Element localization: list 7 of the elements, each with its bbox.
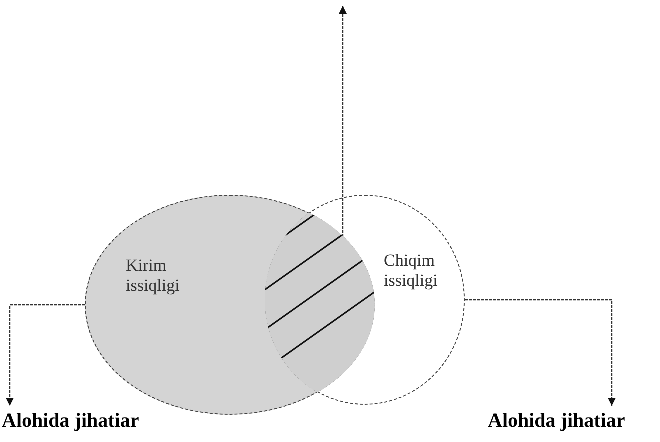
category-label: Alohida jihatiar bbox=[2, 410, 140, 432]
category-label: Alohida jihatiar bbox=[488, 410, 626, 432]
arrow bbox=[339, 6, 347, 237]
arrow bbox=[465, 299, 616, 406]
region-label: Kirim issiqligi bbox=[126, 256, 181, 296]
arrow bbox=[6, 304, 85, 406]
region-label: Chiqim issiqligi bbox=[384, 251, 439, 290]
